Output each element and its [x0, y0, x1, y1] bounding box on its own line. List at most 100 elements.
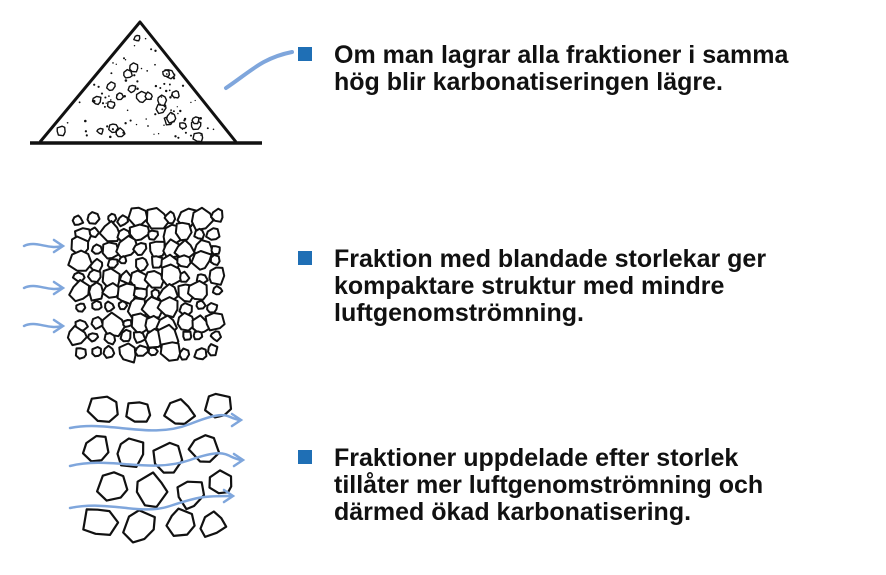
grain	[179, 109, 182, 113]
stone	[101, 241, 121, 260]
grain	[124, 59, 127, 61]
stone	[134, 344, 150, 357]
grain	[172, 110, 175, 113]
stone	[71, 214, 85, 226]
stone	[205, 227, 221, 241]
pointer-line	[224, 50, 294, 90]
grain	[108, 106, 110, 109]
stone	[119, 328, 132, 343]
stone	[199, 510, 228, 538]
bullet-text: Om man lagrar alla fraktioner i samma hö…	[334, 41, 789, 96]
grain	[115, 63, 117, 65]
stone	[179, 270, 191, 283]
grain	[104, 96, 107, 99]
grain	[168, 89, 171, 92]
grain	[212, 128, 215, 131]
stone	[115, 127, 126, 138]
stone	[132, 331, 147, 344]
bullet-item: Fraktioner uppdelade efter storlek tillå…	[298, 445, 763, 526]
stone	[106, 258, 119, 269]
stone	[74, 347, 87, 360]
air-arrow	[22, 242, 64, 249]
grain	[164, 89, 168, 93]
stone	[117, 300, 128, 311]
bullet-text: Fraktioner uppdelade efter storlek tillå…	[334, 444, 764, 526]
stone	[88, 281, 104, 302]
stone	[156, 296, 179, 319]
grain	[123, 57, 125, 60]
stone	[159, 341, 182, 362]
bullet-item: Om man lagrar alla fraktioner i samma hö…	[298, 42, 788, 96]
stone	[193, 227, 206, 240]
stone	[192, 330, 204, 341]
stone	[103, 332, 117, 346]
stone	[190, 206, 215, 232]
grain	[154, 84, 158, 88]
stone	[104, 300, 116, 313]
stone	[127, 84, 137, 94]
stone	[176, 311, 197, 332]
stone	[116, 437, 145, 468]
stone	[209, 330, 222, 343]
stone	[86, 211, 101, 225]
stone	[206, 302, 219, 314]
stone	[195, 299, 207, 310]
grain	[108, 95, 110, 97]
aggregate-pile	[30, 20, 262, 145]
stone	[123, 68, 133, 79]
grain	[173, 97, 175, 99]
grain	[100, 92, 104, 95]
grain	[177, 136, 180, 139]
grain	[133, 44, 136, 47]
square-bullet-icon	[298, 450, 312, 464]
grain	[177, 112, 179, 115]
stone	[66, 324, 88, 347]
grain	[184, 131, 187, 134]
airflow-arrows-through	[68, 412, 246, 511]
stone	[204, 392, 233, 419]
grain	[112, 62, 114, 64]
grain	[78, 101, 81, 104]
stone	[96, 471, 129, 502]
grain	[124, 79, 128, 82]
grain	[124, 122, 127, 125]
stone	[191, 314, 213, 335]
grain	[144, 37, 147, 40]
grain	[97, 85, 100, 88]
square-bullet-icon	[298, 47, 312, 61]
air-arrow-head	[222, 488, 236, 504]
grain	[174, 135, 177, 138]
stone	[86, 395, 119, 423]
stone	[143, 270, 165, 289]
air-arrow	[22, 322, 64, 329]
grain	[163, 82, 166, 85]
grain	[146, 70, 149, 72]
stone	[163, 210, 177, 225]
grain	[164, 104, 167, 107]
stone	[176, 254, 192, 269]
grain	[172, 77, 176, 80]
stone	[147, 346, 159, 357]
grain	[133, 74, 136, 77]
air-arrow	[68, 413, 242, 432]
grain	[200, 134, 202, 136]
air-arrow-head	[52, 280, 66, 296]
air-arrow-head	[230, 412, 244, 428]
grain	[109, 135, 112, 139]
grain	[168, 83, 171, 86]
stone	[117, 255, 128, 265]
grain	[169, 96, 172, 99]
grain	[163, 124, 165, 126]
air-arrow	[68, 494, 234, 511]
stone	[210, 207, 224, 223]
grain	[181, 84, 185, 87]
grain	[126, 109, 129, 112]
air-arrow-head	[52, 238, 66, 254]
air-arrow-head	[52, 318, 66, 334]
stone	[176, 480, 206, 511]
grain	[161, 108, 164, 111]
stone	[91, 299, 103, 311]
stone	[160, 263, 184, 288]
stone	[91, 95, 102, 106]
